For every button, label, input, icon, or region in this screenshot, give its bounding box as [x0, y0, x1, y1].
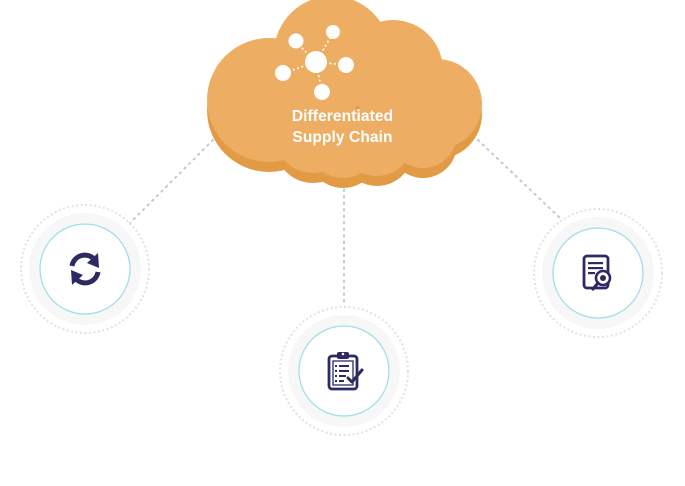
- child-node-clipboard: [278, 305, 410, 437]
- cloud-shape: [207, 0, 482, 188]
- refresh-cycle-icon: [65, 249, 105, 289]
- central-node-title-line-1: Differentiated: [291, 108, 394, 125]
- node-ring: [20, 204, 150, 334]
- document-search-icon: [578, 253, 618, 293]
- central-node-title: Differentiated Supply Chain: [195, 106, 490, 148]
- child-node-document-search: [532, 207, 664, 339]
- connector-left: [127, 139, 214, 226]
- central-cloud: Differentiated Supply Chain: [195, 0, 490, 195]
- clipboard-checklist-icon: [324, 351, 364, 391]
- central-node-title-line-2: Supply Chain: [292, 129, 393, 146]
- connector-right: [477, 139, 561, 219]
- child-node-refresh: [19, 203, 151, 335]
- network-hub-icon: [275, 25, 354, 100]
